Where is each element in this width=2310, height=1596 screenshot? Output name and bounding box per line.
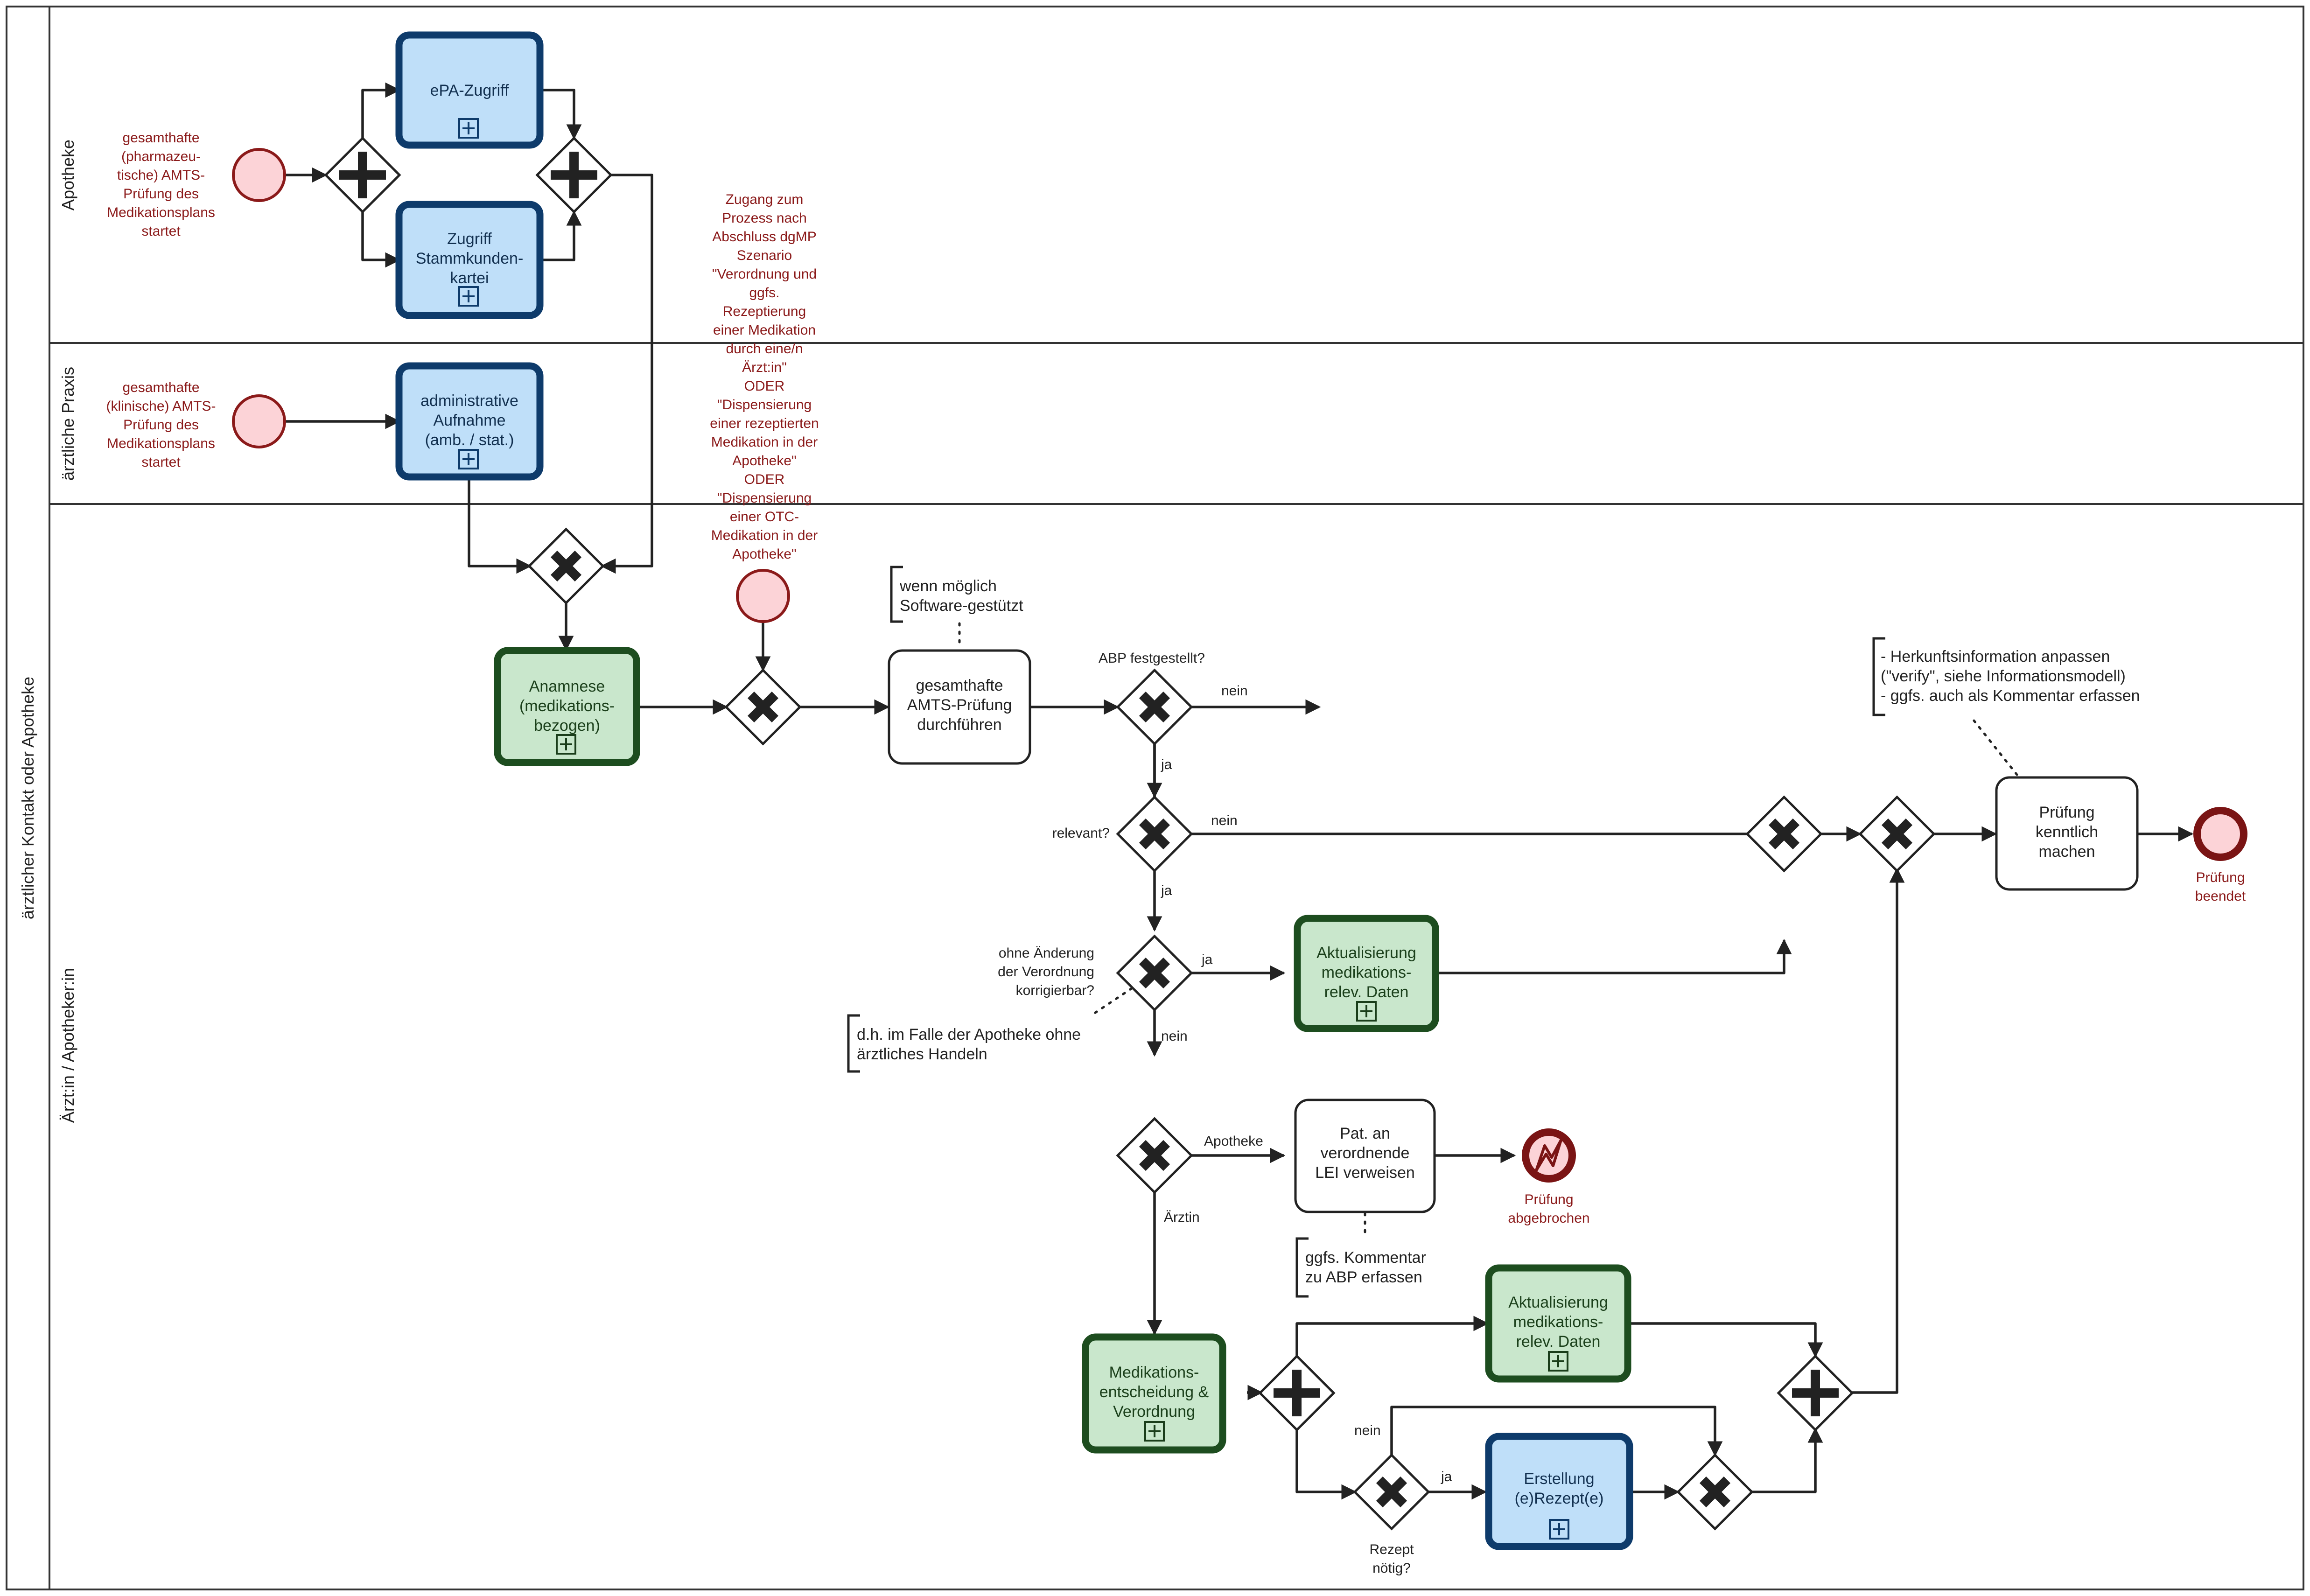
end-event-beendet	[2193, 807, 2247, 861]
task-epa-zugriff: ePA-Zugriff	[395, 31, 544, 149]
gateway-rezept-noetig	[1353, 1453, 1430, 1531]
label-relevant: relevant?	[1052, 826, 1110, 841]
gateway-parallel-join	[535, 136, 613, 214]
svg-text:d.h. im Falle der Apotheke ohn: d.h. im Falle der Apotheke ohneärztliche…	[857, 1026, 1081, 1063]
flow-label-nein4: nein	[1354, 1423, 1381, 1438]
svg-text:Medikations-entscheidung &Vero: Medikations-entscheidung &Verordnung	[1099, 1364, 1209, 1421]
flow-label-aerztin: Ärztin	[1164, 1210, 1200, 1225]
svg-text:Anamnese(medikations-bezogen): Anamnese(medikations-bezogen)	[519, 678, 615, 735]
gateway-parallel-split	[324, 136, 401, 214]
gateway-exclusive-merge-1	[527, 527, 605, 605]
annotation-herkunft: - Herkunftsinformation anpassen("verify"…	[1872, 637, 2140, 716]
flow-label-ja2: ja	[1161, 883, 1172, 898]
flow-label-apotheke: Apotheke	[1204, 1134, 1263, 1149]
svg-text:Erstellung(e)Rezept(e): Erstellung(e)Rezept(e)	[1515, 1470, 1604, 1507]
start-event-zugang	[736, 569, 790, 623]
gateway-abp-festgestellt	[1116, 668, 1193, 746]
flow-label-nein2: nein	[1211, 813, 1238, 828]
gateway-exclusive-merge-right-1	[1745, 795, 1823, 873]
task-medikationsentscheidung: Medikations-entscheidung &Verordnung	[1082, 1333, 1226, 1454]
flow-label-ja1: ja	[1161, 757, 1172, 772]
gateway-exclusive-merge-right-2	[1858, 795, 1936, 873]
flow-label-nein3: nein	[1161, 1029, 1188, 1044]
svg-text:ePA-Zugriff: ePA-Zugriff	[430, 82, 509, 99]
gateway-korrigierbar	[1116, 934, 1193, 1012]
associations	[958, 622, 2018, 1238]
task-erstellung-rezept: Erstellung(e)Rezept(e)	[1485, 1433, 1633, 1550]
task-anamnese: Anamnese(medikations-bezogen)	[494, 647, 640, 766]
start-event-praxis	[232, 394, 286, 448]
lane-label-praxis: ärztliche Praxis	[58, 367, 77, 481]
label-start-apotheke: gesamthafte(pharmazeu-tische) AMTS-Prüfu…	[107, 130, 215, 239]
svg-text:- Herkunftsinformation anpasse: - Herkunftsinformation anpassen("verify"…	[1881, 648, 2140, 705]
start-event-apotheke	[232, 148, 286, 202]
flow-label-ja3: ja	[1201, 952, 1213, 967]
sequence-flows	[286, 82, 2194, 1500]
gateway-exclusive-merge-rezept	[1676, 1453, 1754, 1531]
lane-label-apotheke: Apotheke	[58, 140, 77, 210]
gateway-relevant	[1116, 795, 1193, 873]
flow-label-nein1: nein	[1221, 683, 1248, 699]
gateway-apotheke-aerztin	[1116, 1117, 1193, 1194]
flow-label-ja4: ja	[1441, 1469, 1452, 1484]
lane-label-arzt: Ärzt:in / Apotheker:in	[58, 968, 77, 1123]
gateway-parallel-join-2	[1777, 1354, 1854, 1432]
end-event-abgebrochen	[1522, 1128, 1576, 1183]
label-abp-festgestellt: ABP festgestellt?	[1099, 651, 1205, 666]
pool-label: ärztlicher Kontakt oder Apotheke	[18, 677, 37, 919]
gateway-parallel-split-2	[1258, 1354, 1336, 1432]
gateway-exclusive-merge-2	[724, 668, 802, 746]
